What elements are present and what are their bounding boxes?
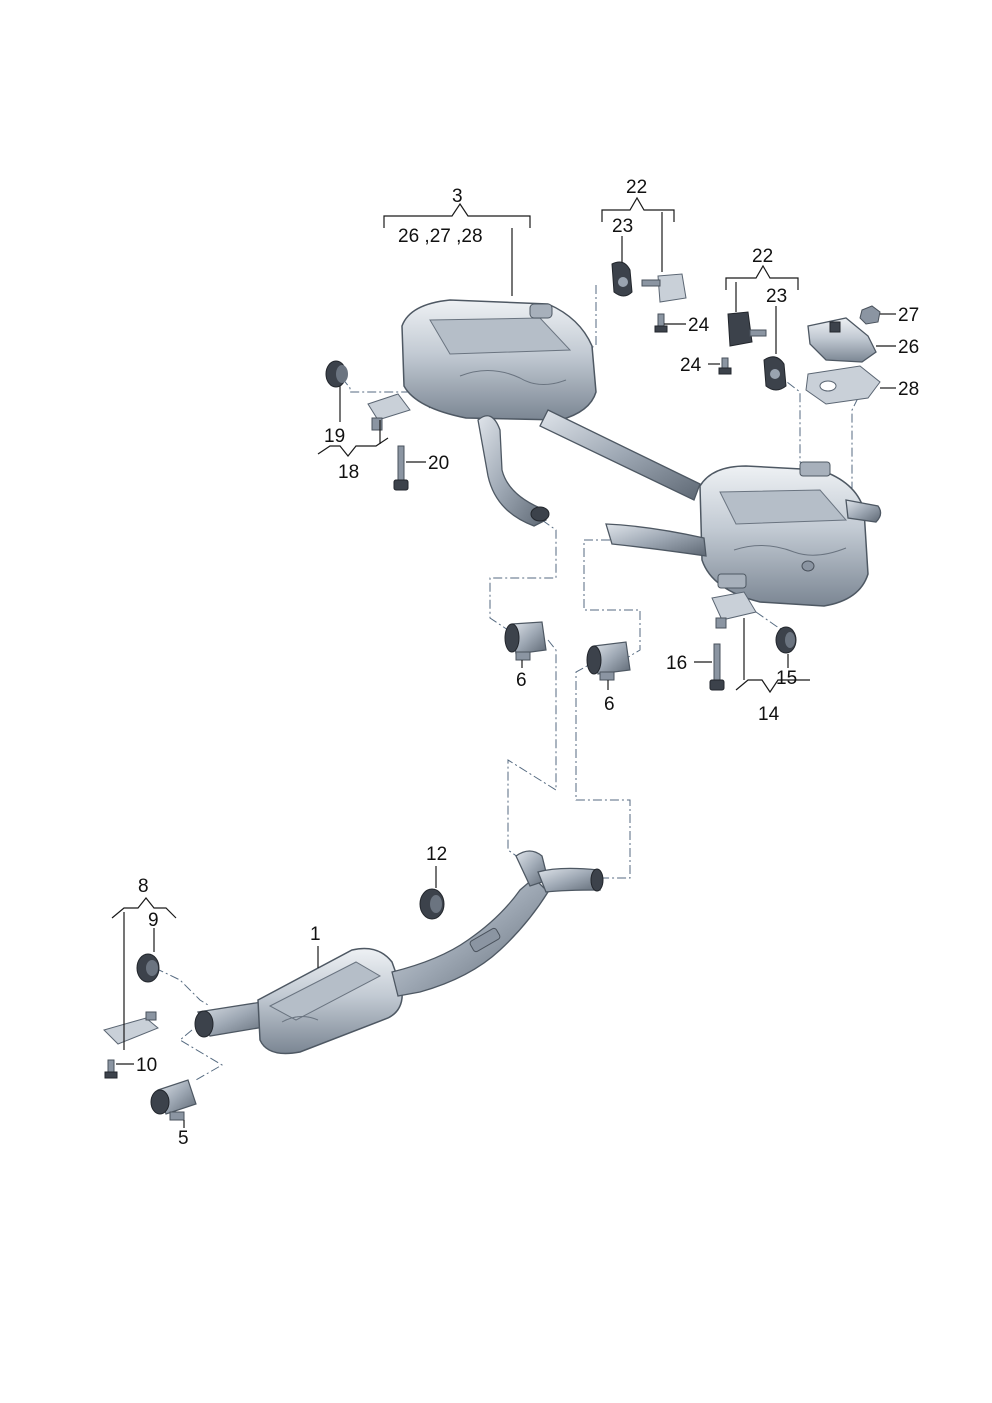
brace-22-right bbox=[725, 264, 799, 290]
dashline-clamp-right bbox=[575, 659, 631, 879]
part-10-bolt bbox=[104, 1059, 118, 1079]
callout-24-left: 24 bbox=[688, 315, 710, 336]
dashline-front-clamp bbox=[179, 1029, 223, 1081]
part-28-bracket-plate bbox=[805, 365, 881, 405]
callout-6-right: 6 bbox=[604, 694, 615, 715]
rear-right-silencer-dimple bbox=[801, 560, 815, 572]
callout-22-left: 22 bbox=[626, 177, 647, 198]
brace-8 bbox=[111, 897, 177, 919]
callout-labels: 3 26 ,27 ,28 22 23 24 22 23 24 27 26 28 … bbox=[136, 177, 919, 1149]
rear-right-tailpipe bbox=[845, 499, 882, 523]
part-23-rubber-mount-left bbox=[611, 261, 633, 297]
callout-24-right: 24 bbox=[680, 355, 702, 376]
callout-5: 5 bbox=[178, 1128, 189, 1149]
part-22-hanger-left bbox=[641, 273, 687, 303]
callout-23-right: 23 bbox=[766, 286, 787, 307]
part-24-bolt-right bbox=[718, 357, 732, 375]
rear-left-silencer-embossing bbox=[459, 370, 567, 385]
callout-8: 8 bbox=[138, 876, 149, 897]
callout-10: 10 bbox=[136, 1055, 157, 1076]
rear-left-silencer-body bbox=[401, 299, 597, 421]
rear-left-silencer-assembly bbox=[401, 299, 701, 527]
callout-20: 20 bbox=[428, 453, 449, 474]
rear-left-silencer-rib bbox=[429, 317, 572, 355]
part-16-bolt bbox=[709, 643, 725, 691]
dashline-tailpipe bbox=[851, 397, 859, 500]
part-19-rubber-mount bbox=[325, 360, 348, 388]
callout-6-left: 6 bbox=[516, 670, 527, 691]
part-24-bolt-left bbox=[654, 313, 668, 333]
callout-3: 3 bbox=[452, 186, 463, 207]
part-22-hanger-right bbox=[727, 311, 767, 347]
rear-left-bracket-top bbox=[529, 303, 553, 319]
part-26-exhaust-flap-actuator bbox=[807, 317, 877, 363]
y-pipe-outlet bbox=[590, 868, 604, 892]
callout-3-sub: 26 ,27 ,28 bbox=[398, 226, 483, 247]
callout-9: 9 bbox=[148, 910, 159, 931]
part-15-rubber-mount bbox=[775, 626, 797, 654]
y-pipe-hanger-pin bbox=[469, 927, 501, 953]
callout-16: 16 bbox=[666, 653, 687, 674]
part-18-bracket bbox=[367, 393, 411, 431]
part-23-rubber-mount-right bbox=[763, 356, 787, 391]
rear-right-silencer-embossing bbox=[733, 545, 847, 556]
rear-right-bracket-top bbox=[799, 461, 831, 477]
rear-right-silencer-assembly bbox=[605, 461, 882, 607]
part-8-bracket bbox=[103, 1011, 159, 1045]
brace-22-left bbox=[601, 196, 675, 222]
front-silencer-embossing bbox=[281, 1016, 319, 1023]
leader-lines bbox=[111, 196, 896, 1128]
part-6-clamp-right bbox=[586, 641, 631, 681]
center-connecting-pipe bbox=[539, 409, 701, 501]
dashline-rear-right bbox=[583, 539, 641, 663]
part-6-clamp-left bbox=[504, 621, 547, 661]
callout-14: 14 bbox=[758, 704, 780, 725]
front-inlet-opening bbox=[194, 1010, 214, 1038]
part-5-clamp bbox=[150, 1079, 197, 1121]
dashline-clamp-left bbox=[507, 639, 557, 861]
callout-1: 1 bbox=[310, 924, 321, 945]
brace-14 bbox=[735, 679, 810, 694]
rear-right-silencer-rib bbox=[719, 489, 848, 525]
callout-22-right: 22 bbox=[752, 246, 773, 267]
brace-3 bbox=[383, 202, 531, 228]
part-9-rubber-mount bbox=[136, 953, 160, 983]
callout-26: 26 bbox=[898, 337, 919, 358]
part-14-bracket bbox=[711, 591, 757, 629]
callout-28: 28 bbox=[898, 379, 919, 400]
rear-left-intake-opening bbox=[530, 506, 550, 522]
part-12-rubber-mount bbox=[419, 888, 445, 920]
front-y-pipe bbox=[391, 877, 549, 997]
callout-23-left: 23 bbox=[612, 216, 633, 237]
dashline-front-hanger bbox=[154, 967, 209, 1006]
rear-right-bracket-bottom bbox=[717, 573, 747, 589]
dashline-rubber-15 bbox=[755, 611, 787, 633]
callout-12: 12 bbox=[426, 844, 447, 865]
callout-27: 27 bbox=[898, 305, 919, 326]
dashline-hanger-left bbox=[587, 285, 597, 351]
callout-18: 18 bbox=[338, 462, 359, 483]
front-silencer-assembly bbox=[194, 850, 604, 1055]
dashline-rear-left bbox=[489, 519, 557, 639]
rear-right-intake-pipe bbox=[605, 523, 707, 557]
front-silencer-rib bbox=[268, 961, 382, 1021]
callout-15: 15 bbox=[776, 668, 797, 689]
callout-19: 19 bbox=[324, 426, 345, 447]
rear-left-intake-pipe bbox=[477, 415, 547, 527]
part-27-nut bbox=[859, 305, 881, 325]
part-20-bolt bbox=[393, 445, 409, 491]
brace-18 bbox=[317, 437, 389, 457]
